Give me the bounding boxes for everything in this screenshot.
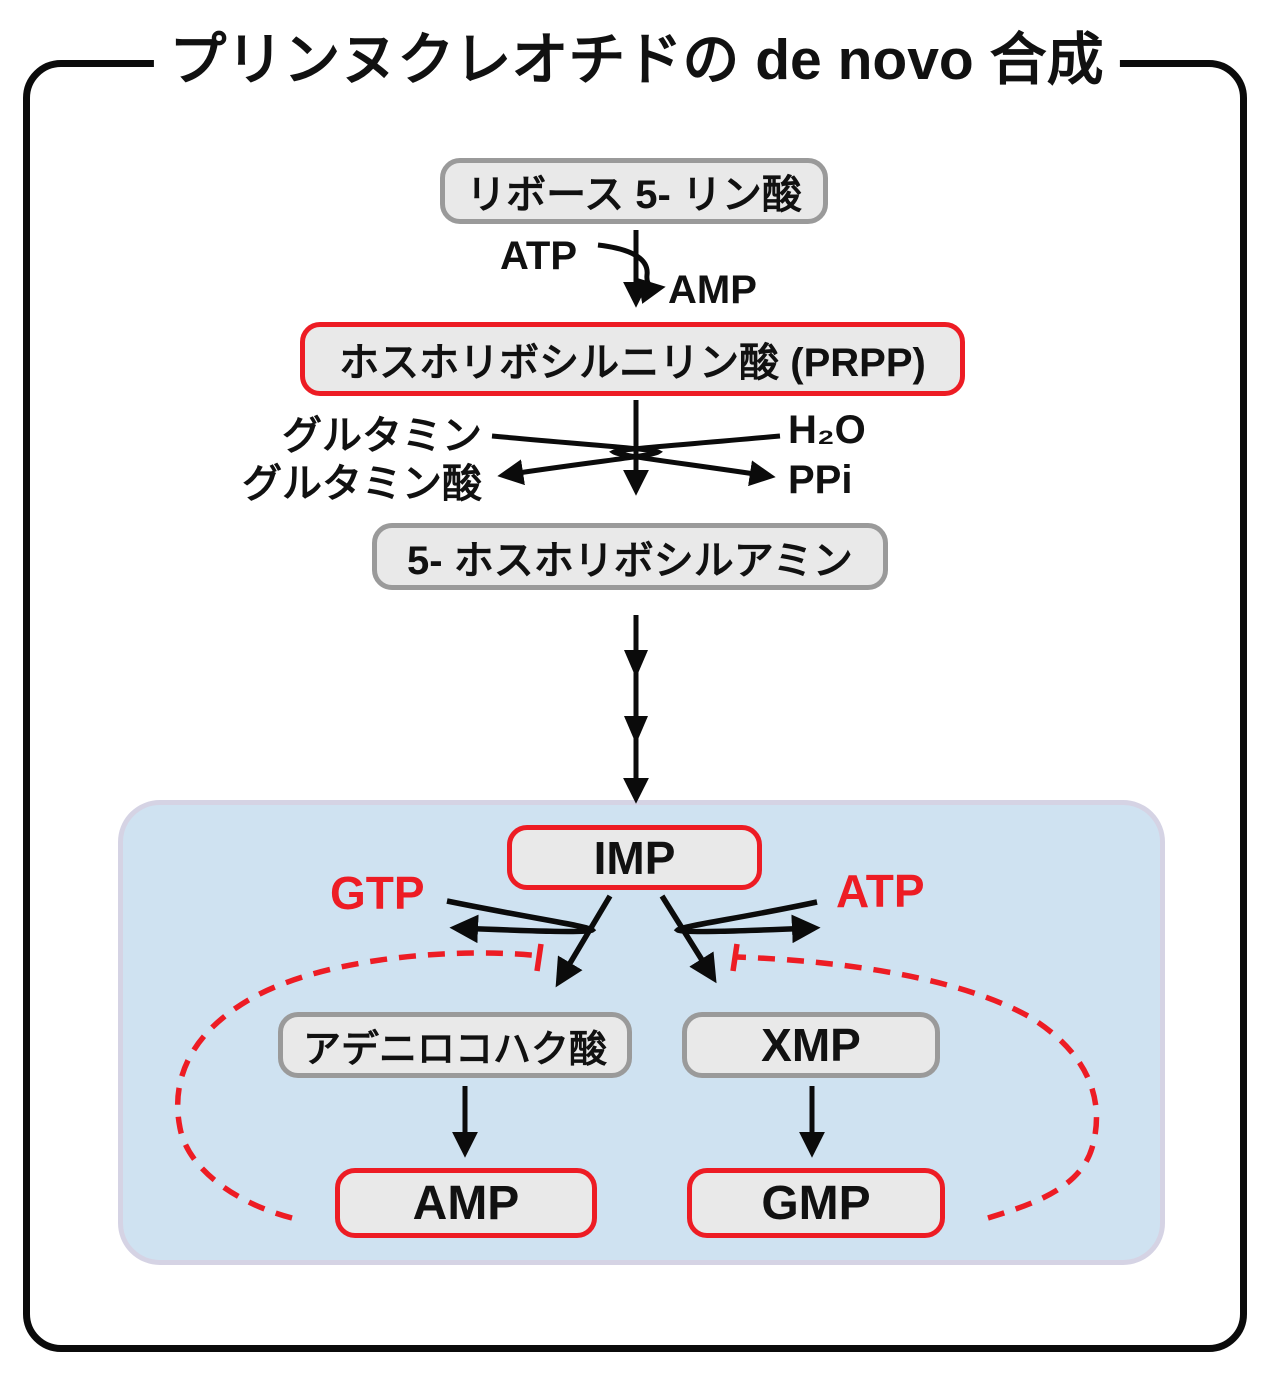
- diagram-title: プリンヌクレオチドの de novo 合成: [153, 22, 1120, 99]
- node-prpp: ホスホリボシルニリン酸 (PRPP): [300, 322, 965, 396]
- node-imp: IMP: [507, 825, 762, 890]
- node-gmp-label: GMP: [761, 1176, 871, 1230]
- node-xmp: XMP: [682, 1012, 940, 1078]
- cofactor-water: H₂O: [788, 408, 866, 452]
- cofactor-amp-produced: AMP: [668, 268, 757, 312]
- node-5-phosphoribosylamine-label: 5- ホスホリボシルアミン: [407, 538, 853, 583]
- cofactor-gtp: GTP: [330, 867, 425, 919]
- cofactor-glutamine: グルタミン: [282, 414, 482, 458]
- node-5-phosphoribosylamine: 5- ホスホリボシルアミン: [372, 523, 888, 590]
- node-adenylosuccinate: アデニロコハク酸: [278, 1012, 632, 1078]
- node-ribose-5-phosphate-label: リボース 5- リン酸: [466, 173, 802, 217]
- node-prpp-label: ホスホリボシルニリン酸 (PRPP): [339, 341, 926, 385]
- cofactor-glutamate: グルタミン酸: [242, 462, 482, 506]
- node-xmp-label: XMP: [761, 1019, 861, 1071]
- node-amp-label: AMP: [412, 1176, 520, 1230]
- node-imp-label: IMP: [593, 831, 676, 884]
- cofactor-atp: ATP: [836, 865, 925, 917]
- node-adenylosuccinate-label: アデニロコハク酸: [302, 1028, 607, 1071]
- node-gmp: GMP: [687, 1168, 945, 1238]
- cofactor-atp-consumed: ATP: [500, 234, 578, 278]
- node-ribose-5-phosphate: リボース 5- リン酸: [440, 158, 828, 224]
- cofactor-ppi: PPi: [788, 458, 853, 502]
- node-amp: AMP: [335, 1168, 597, 1238]
